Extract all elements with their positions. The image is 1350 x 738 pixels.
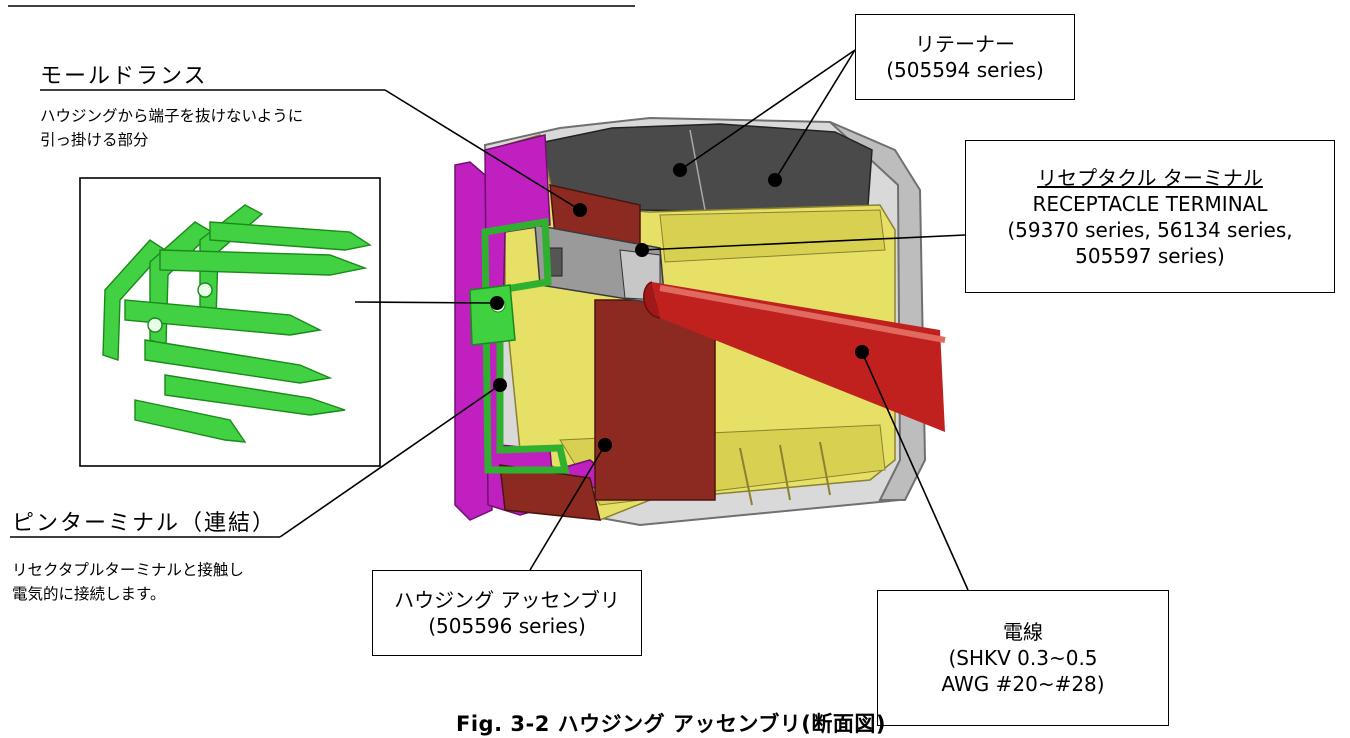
leader-lines	[10, 49, 969, 591]
housing-assembly-label-box: ハウジング アッセンブリ (505596 series)	[372, 570, 642, 656]
pin-terminal-description: リセクタプルターミナルと接触し 電気的に接続します。	[12, 558, 244, 606]
retainer-part	[528, 123, 873, 213]
receptacle-series-1: (59370 series, 56134 series,	[1007, 217, 1293, 242]
pin-terminal-section	[469, 217, 570, 474]
wire-label-box: 電線 (SHKV 0.3~0.5 AWG #20~#28)	[877, 590, 1169, 726]
receptacle-title-jp: リセプタクル ターミナル	[1037, 165, 1263, 190]
wire-part	[643, 281, 946, 432]
receptacle-title-en: RECEPTACLE TERMINAL	[1032, 191, 1268, 216]
retainer-series: (505594 series)	[886, 58, 1044, 82]
receptacle-terminal-label-box: リセプタクル ターミナル RECEPTACLE TERMINAL (59370 …	[965, 140, 1335, 293]
retainer-label-box: リテーナー (505594 series)	[855, 14, 1075, 100]
housing-assembly-title: ハウジング アッセンブリ	[394, 588, 620, 612]
mold-lance-desc-line-1: ハウジングから端子を抜けないように	[40, 107, 304, 125]
mold-lance-description: ハウジングから端子を抜けないように 引っ掛ける部分	[40, 104, 303, 152]
housing-assembly-series: (505596 series)	[428, 614, 586, 638]
pin-terminal-inset-drawing	[102, 204, 372, 443]
pin-terminal-heading: ピンターミナル（連結）	[12, 511, 277, 536]
wire-spec-1: (SHKV 0.3~0.5	[948, 646, 1098, 670]
figure-caption: Fig. 3-2 ハウジング アッセンブリ(断面図)	[456, 712, 886, 736]
wire-spec-2: AWG #20~#28)	[941, 672, 1105, 696]
brown-retainer-sections	[499, 184, 716, 521]
wire-title: 電線	[1003, 620, 1043, 644]
pin-terminal-desc-line-1: リセクタプルターミナルと接触し	[12, 561, 244, 579]
retainer-title: リテーナー	[915, 32, 1015, 56]
receptacle-series-2: 505597 series)	[1075, 243, 1225, 268]
mold-lance-desc-line-2: 引っ掛ける部分	[40, 131, 149, 149]
pin-terminal-desc-line-2: 電気的に接続します。	[12, 585, 166, 603]
leader-dots	[490, 163, 869, 452]
mold-lance-heading: モールドランス	[40, 64, 208, 89]
